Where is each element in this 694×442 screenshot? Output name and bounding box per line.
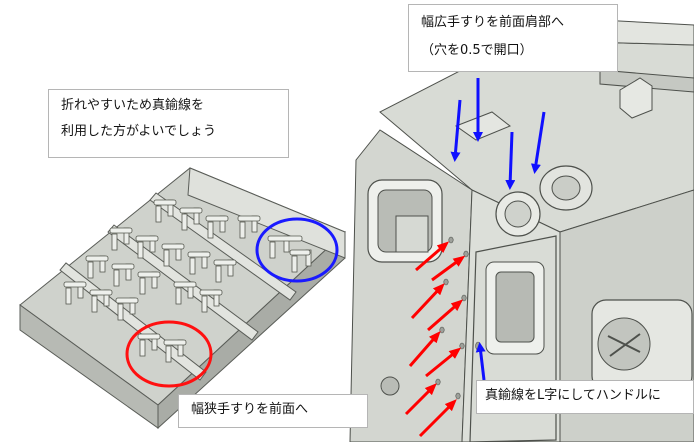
red-arrows	[404, 241, 466, 438]
brass-wire-note: 折れやすいため真鍮線を 利用した方がよいでしょう	[48, 89, 289, 158]
blue-highlight-circle	[255, 217, 339, 283]
note-line: 利用した方がよいでしょう	[61, 124, 216, 139]
narrow-handrail-note: 幅狭手すりを前面へ	[178, 394, 368, 428]
locomotive-model	[349, 19, 694, 442]
note-line: （穴を0.5で開口）	[421, 43, 533, 58]
brass-wire-handle-note: 真鍮線をL字にしてハンドルに	[476, 380, 694, 414]
red-highlight-circle	[125, 320, 213, 388]
handrail-parts-tray	[19, 167, 346, 430]
note-line: 折れやすいため真鍮線を	[61, 98, 205, 113]
note-line: 幅広手すりを前面肩部へ	[421, 15, 565, 30]
note-line: 真鍮線をL字にしてハンドルに	[485, 388, 661, 403]
blue-arrows	[450, 78, 546, 381]
wide-handrail-note: 幅広手すりを前面肩部へ （穴を0.5で開口）	[408, 4, 618, 72]
note-line: 幅狭手すりを前面へ	[191, 402, 309, 417]
